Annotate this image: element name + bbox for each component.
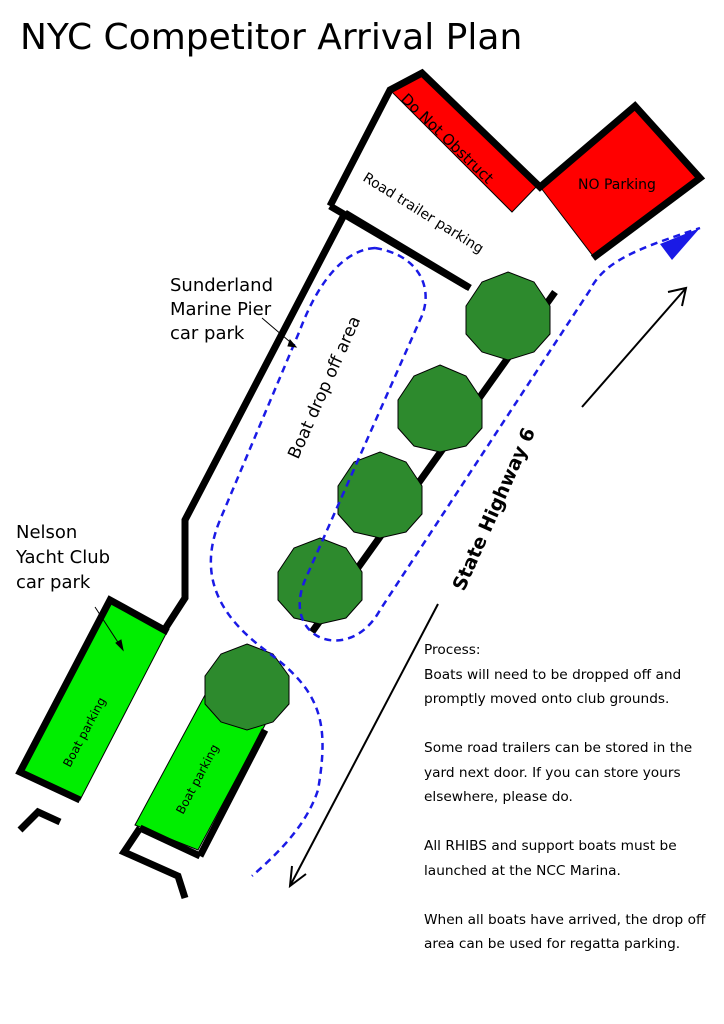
state-highway-label: State Highway 6 [448, 425, 540, 594]
nelson-label-line-2: Yacht Club [15, 547, 110, 568]
tree-icon [337, 451, 423, 539]
route-arrow-icon [660, 228, 700, 260]
nelson-car-park-label: Nelson Yacht Club car park [15, 522, 110, 593]
page-title: NYC Competitor Arrival Plan [20, 17, 523, 58]
tree-icon [277, 537, 363, 625]
process-heading: Process: [424, 642, 481, 658]
process-paragraph: All RHIBS and support boats must be laun… [424, 838, 677, 879]
sunderland-label-line-2: Marine Pier [170, 299, 272, 320]
direction-arrow-icon [288, 286, 688, 889]
sunderland-label-line-3: car park [170, 323, 245, 344]
drop-off-loop-route [298, 226, 701, 642]
nelson-label-line-3: car park [16, 572, 91, 593]
no-parking-label: NO Parking [578, 177, 656, 193]
drop-off-loop-route-west [209, 246, 376, 877]
process-paragraph: When all boats have arrived, the drop of… [424, 911, 706, 953]
label-pointer-lines [94, 317, 298, 652]
process-instructions: Process: Boats will need to be dropped o… [424, 638, 716, 981]
boat-parking-walls [15, 595, 269, 900]
road-trailer-parking-label: Road trailer parking [360, 170, 486, 257]
process-paragraph: Some road trailers can be stored in the … [424, 740, 693, 805]
tree-icon [204, 643, 290, 731]
process-paragraph: Boats will need to be dropped off and pr… [424, 666, 682, 708]
tree-icon [397, 364, 483, 453]
tree-icon [465, 271, 551, 361]
sunderland-car-park-label: Sunderland Marine Pier car park [170, 275, 273, 344]
nelson-label-line-1: Nelson [16, 522, 77, 543]
sunderland-label-line-1: Sunderland [170, 275, 273, 296]
